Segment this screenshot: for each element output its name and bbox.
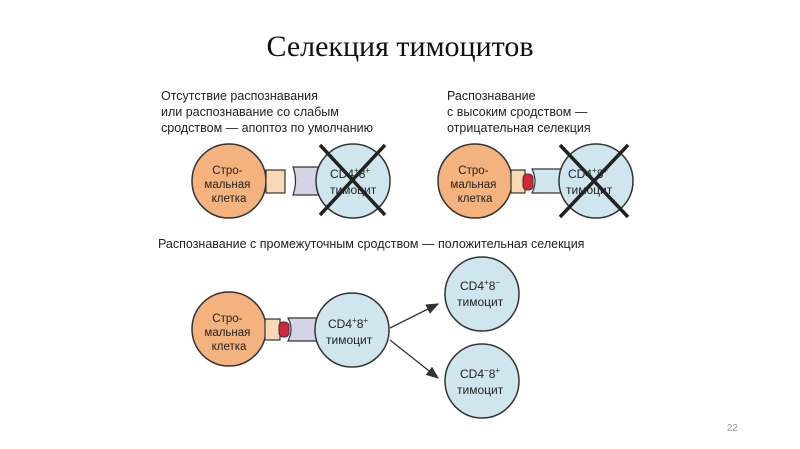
mhc-molecule [265,169,286,194]
mhc-molecule [264,318,281,341]
thymocyte-marker: CD4−8+ [460,366,500,381]
caption-intermediate-affinity: Распознавание с промежуточным сродством … [158,236,584,252]
caption-high-affinity: Распознавание с высоким сродством — отри… [447,88,591,136]
peptide-antigen [522,173,534,191]
panel-high-affinity: CD4+8+ тимоцит Стро- мальная клетка [437,143,634,219]
stromal-label: Стро- мальная клетка [204,313,253,353]
slide-number: 22 [726,423,738,434]
panel-no-recognition: CD4+8+ тимоцит Стро- мальная клетка [191,143,391,219]
panel-intermediate-affinity: CD4+8+ тимоцит Стро- мальная клетка CD4+… [191,256,520,419]
tcr-receptor [531,168,566,194]
thymocyte-marker: CD4+8− [460,278,500,293]
tcr-receptor [286,317,319,342]
thymocyte-label: тимоцит [457,295,504,309]
caption-line: или распознавание со слабым [161,105,339,119]
cd8-thymocyte-cell [444,343,520,419]
thymocyte-cell [314,292,390,368]
arrow-to-cd4 [389,303,440,329]
thymocyte-label: тимоцит [457,383,504,397]
thymocyte-label: тимоцит [326,333,373,347]
stromal-label: Стро- мальная клетка [450,165,499,205]
tcr-receptor [292,166,321,196]
thymocyte-marker: CD4+8+ [328,316,368,331]
arrow-to-cd8 [389,339,440,379]
cd4-thymocyte-cell [444,256,520,332]
cross-mark-icon [558,143,630,219]
caption-line: отрицательная селекция [447,121,591,135]
caption-line: Распознавание с промежуточным сродством … [158,237,585,251]
cross-mark-icon [318,143,387,217]
caption-no-recognition: Отсутствие распознавания или распознаван… [161,88,373,136]
caption-line: Распознавание [447,89,536,103]
peptide-antigen [278,321,290,338]
caption-line: Отсутствие распознавания [161,89,318,103]
slide-title: Селекция тимоцитов [266,30,534,63]
caption-line: сродством — апоптоз по умолчанию [161,121,373,135]
caption-line: с высоким сродством — [447,105,588,119]
stromal-label: Стро- мальная клетка [204,165,253,205]
